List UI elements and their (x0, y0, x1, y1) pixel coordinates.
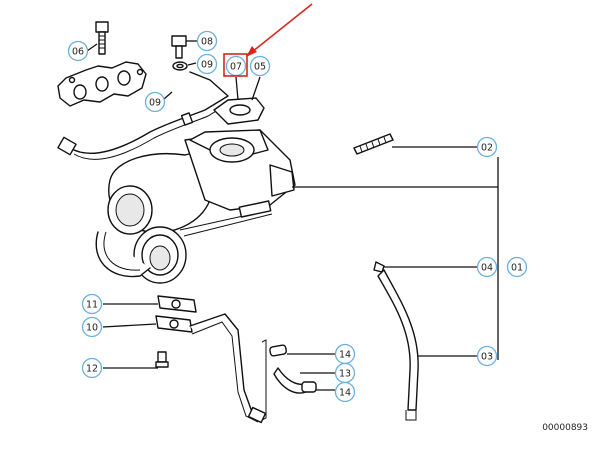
washer-09-upper-part (172, 61, 188, 71)
svg-text:05: 05 (254, 62, 266, 73)
svg-text:09: 09 (149, 98, 161, 109)
bolt-06-part (95, 21, 109, 55)
stud-02-part (353, 133, 394, 155)
svg-text:04: 04 (481, 263, 493, 274)
hose-kit-part (261, 339, 317, 421)
bolt-08-part (171, 35, 187, 59)
svg-text:12: 12 (86, 364, 98, 375)
flange-05-part (213, 97, 265, 125)
callout-14-upper[interactable]: 14 (334, 343, 356, 365)
callout-14-lower[interactable]: 14 (334, 381, 356, 403)
reference-number: 00000893 (542, 423, 588, 433)
callout-05[interactable]: 05 (249, 55, 271, 77)
callout-13[interactable]: 13 (334, 362, 356, 384)
svg-text:14: 14 (339, 388, 351, 399)
svg-text:03: 03 (481, 352, 493, 363)
callout-04[interactable]: 04 (476, 256, 498, 278)
callout-07[interactable]: 07 (223, 53, 248, 77)
svg-text:13: 13 (339, 369, 351, 380)
svg-text:09: 09 (201, 60, 213, 71)
svg-text:11: 11 (86, 300, 98, 311)
highlight-box (223, 53, 248, 77)
leader-lines (86, 40, 499, 391)
callout-09-lower[interactable]: 09 (144, 91, 166, 113)
oil-return-line-part (155, 295, 267, 424)
callout-10[interactable]: 10 (81, 316, 103, 338)
svg-text:10: 10 (86, 323, 98, 334)
callout-01[interactable]: 01 (506, 256, 528, 278)
highlight-arrow (246, 3, 313, 57)
long-hose-part (373, 261, 419, 421)
callout-08[interactable]: 08 (196, 30, 218, 52)
svg-text:06: 06 (72, 47, 84, 58)
manifold-gasket-part (57, 61, 147, 107)
svg-text:01: 01 (511, 263, 523, 274)
callout-11[interactable]: 11 (81, 293, 103, 315)
svg-text:02: 02 (481, 143, 493, 154)
callout-02[interactable]: 02 (476, 136, 498, 158)
callout-03[interactable]: 03 (476, 345, 498, 367)
turbocharger-part (95, 129, 296, 284)
oil-feed-line-part (57, 71, 235, 160)
callout-06[interactable]: 06 (67, 40, 89, 62)
svg-text:14: 14 (339, 350, 351, 361)
svg-text:08: 08 (201, 37, 213, 48)
callout-12[interactable]: 12 (81, 357, 103, 379)
svg-text:07: 07 (230, 62, 242, 73)
callout-09-upper[interactable]: 09 (196, 53, 218, 75)
